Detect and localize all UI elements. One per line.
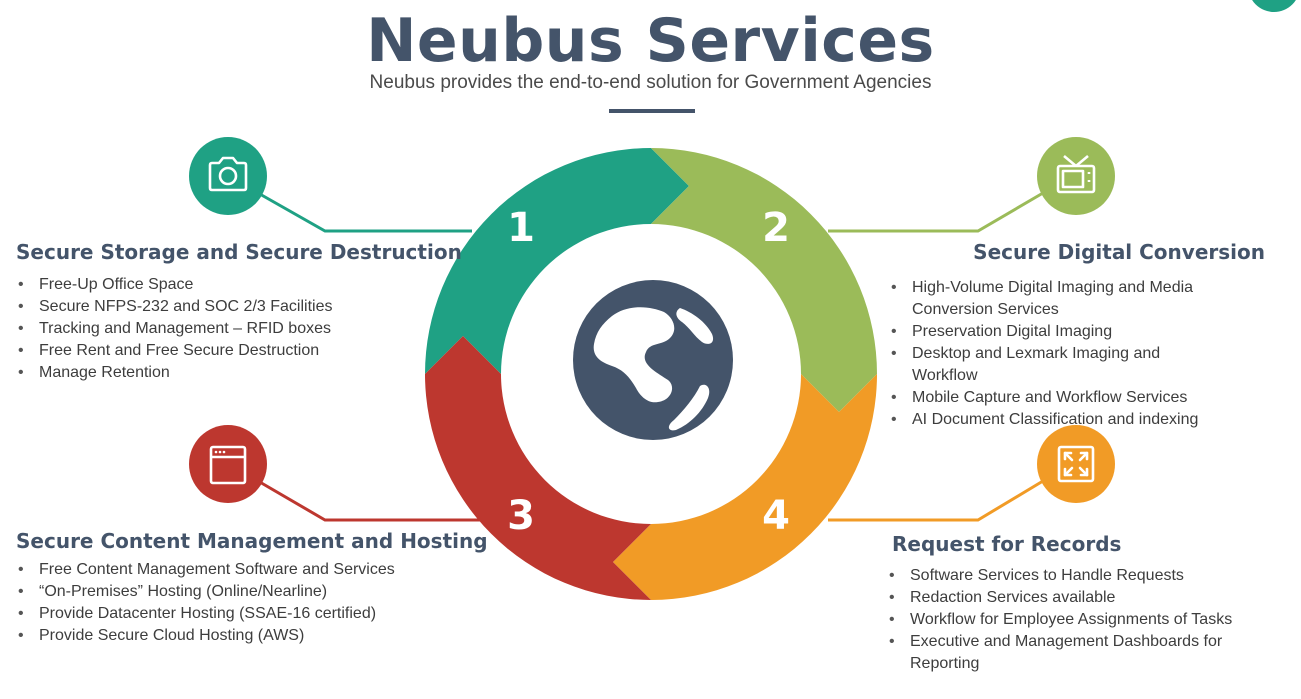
title-underline [609,109,695,113]
ring-segment-1 [425,148,689,374]
list-item: Software Services to Handle Requests [887,565,1247,587]
connector-line-3 [257,479,480,522]
connector-line-1 [257,191,472,233]
list-item: Preservation Digital Imaging [889,321,1229,343]
list-item: Mobile Capture and Workflow Services [889,387,1229,409]
list-item: Free-Up Office Space [16,274,436,296]
segment-heading-3: Secure Content Management and Hosting [16,529,488,553]
segment-number-4: 4 [762,493,790,539]
ring-segment-2 [651,148,877,412]
browser-window-icon [189,425,267,503]
segment-number-3: 3 [507,493,535,539]
list-item: Tracking and Management – RFID boxes [16,318,436,340]
list-item: Free Rent and Free Secure Destruction [16,340,436,362]
connector-line-2 [828,191,1044,233]
segment-heading-4: Request for Records [892,532,1122,556]
segment-heading-1: Secure Storage and Secure Destruction [16,240,462,264]
list-item: Provide Secure Cloud Hosting (AWS) [16,625,456,647]
list-item: Free Content Management Software and Ser… [16,559,456,581]
ring-segment-4 [613,374,877,600]
page-subtitle: Neubus provides the end-to-end solution … [369,72,932,93]
list-item: Desktop and Lexmark Imaging and Workflow [889,343,1229,387]
segment-number-2: 2 [762,205,790,251]
list-item: Workflow for Employee Assignments of Tas… [887,609,1247,631]
segment-list-3: Free Content Management Software and Ser… [16,559,456,647]
ring-segment-3 [425,336,651,600]
list-item: Provide Datacenter Hosting (SSAE-16 cert… [16,603,456,625]
segment-list-1: Free-Up Office Space Secure NFPS-232 and… [16,274,436,384]
segment-heading-2: Secure Digital Conversion [973,240,1265,264]
cycle-ring [425,148,877,600]
connector-lines [257,191,1044,522]
list-item: Redaction Services available [887,587,1247,609]
tv-icon [1037,137,1115,215]
list-item: “On-Premises” Hosting (Online/Nearline) [16,581,456,603]
connector-line-4 [828,479,1044,522]
list-item: High-Volume Digital Imaging and Media Co… [889,277,1229,321]
list-item: Manage Retention [16,362,436,384]
globe-icon [573,280,733,440]
expand-arrows-icon [1037,425,1115,503]
camera-icon [189,137,267,215]
segment-list-2: High-Volume Digital Imaging and Media Co… [889,277,1229,431]
segment-number-1: 1 [507,205,535,251]
page-title: Neubus Services [366,6,935,76]
list-item: AI Document Classification and indexing [889,409,1229,431]
list-item: Executive and Management Dashboards for … [887,631,1247,675]
segment-list-4: Software Services to Handle Requests Red… [887,565,1247,675]
list-item: Secure NFPS-232 and SOC 2/3 Facilities [16,296,436,318]
